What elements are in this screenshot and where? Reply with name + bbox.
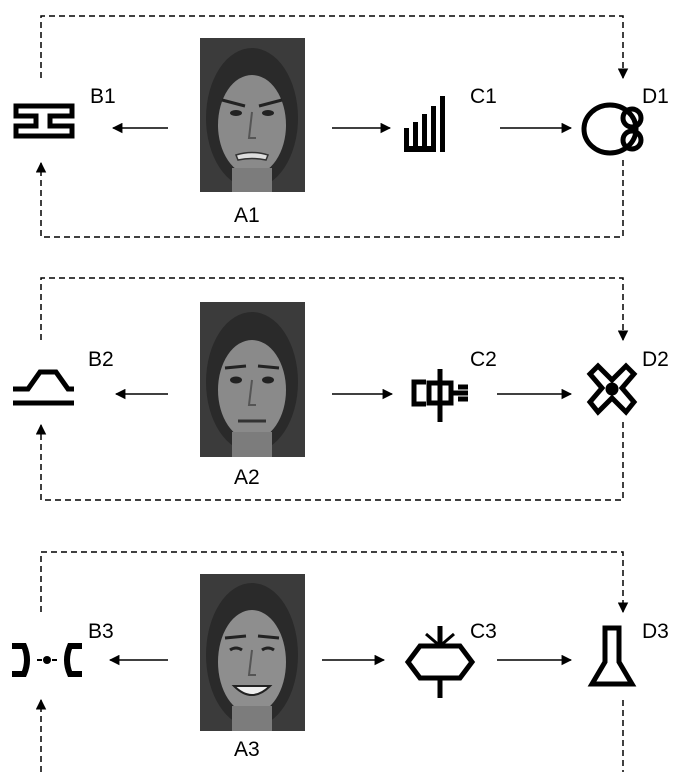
brackets-dot-icon <box>12 643 82 677</box>
trapezoid-bar-icon <box>13 369 74 406</box>
feedback-line-top-1 <box>40 15 629 80</box>
face-photo-a1 <box>200 38 305 192</box>
symbol-label-c3: C3 <box>470 620 497 643</box>
symbol-label-c2: C2 <box>470 348 497 371</box>
x-cross-icon <box>586 362 638 416</box>
symbol-label-b1: B1 <box>90 85 116 108</box>
row-2: A2 B2 C2 D2 <box>13 277 669 501</box>
face-label-a1: A1 <box>234 204 260 227</box>
symbol-label-d3: D3 <box>642 620 669 643</box>
hexagon-stem-icon <box>404 626 476 698</box>
feedback-line-top-2 <box>40 277 629 342</box>
row-3: A3 B3 C3 D3 <box>12 551 669 772</box>
symbol-label-b3: B3 <box>88 620 114 643</box>
symbol-label-c1: C1 <box>470 85 497 108</box>
flask-icon <box>587 625 637 687</box>
face-label-a2: A2 <box>234 466 260 489</box>
feedback-line-top-3 <box>40 551 629 614</box>
feedback-line-bottom-1 <box>35 160 624 238</box>
face-label-a3: A3 <box>234 738 260 761</box>
symbol-label-d2: D2 <box>642 348 669 371</box>
symbol-label-d1: D1 <box>642 85 669 108</box>
lobed-blob-icon <box>581 102 644 156</box>
feedback-line-bottom-2 <box>35 422 624 501</box>
ascending-bars-icon <box>404 96 445 152</box>
row-1: A1 B1 C1 D1 <box>13 15 669 238</box>
face-photo-a3 <box>200 574 305 731</box>
stepped-block-icon <box>13 103 75 139</box>
face-photo-a2 <box>200 302 305 457</box>
symbol-label-b2: B2 <box>88 348 114 371</box>
pipe-valve-icon <box>411 369 468 422</box>
